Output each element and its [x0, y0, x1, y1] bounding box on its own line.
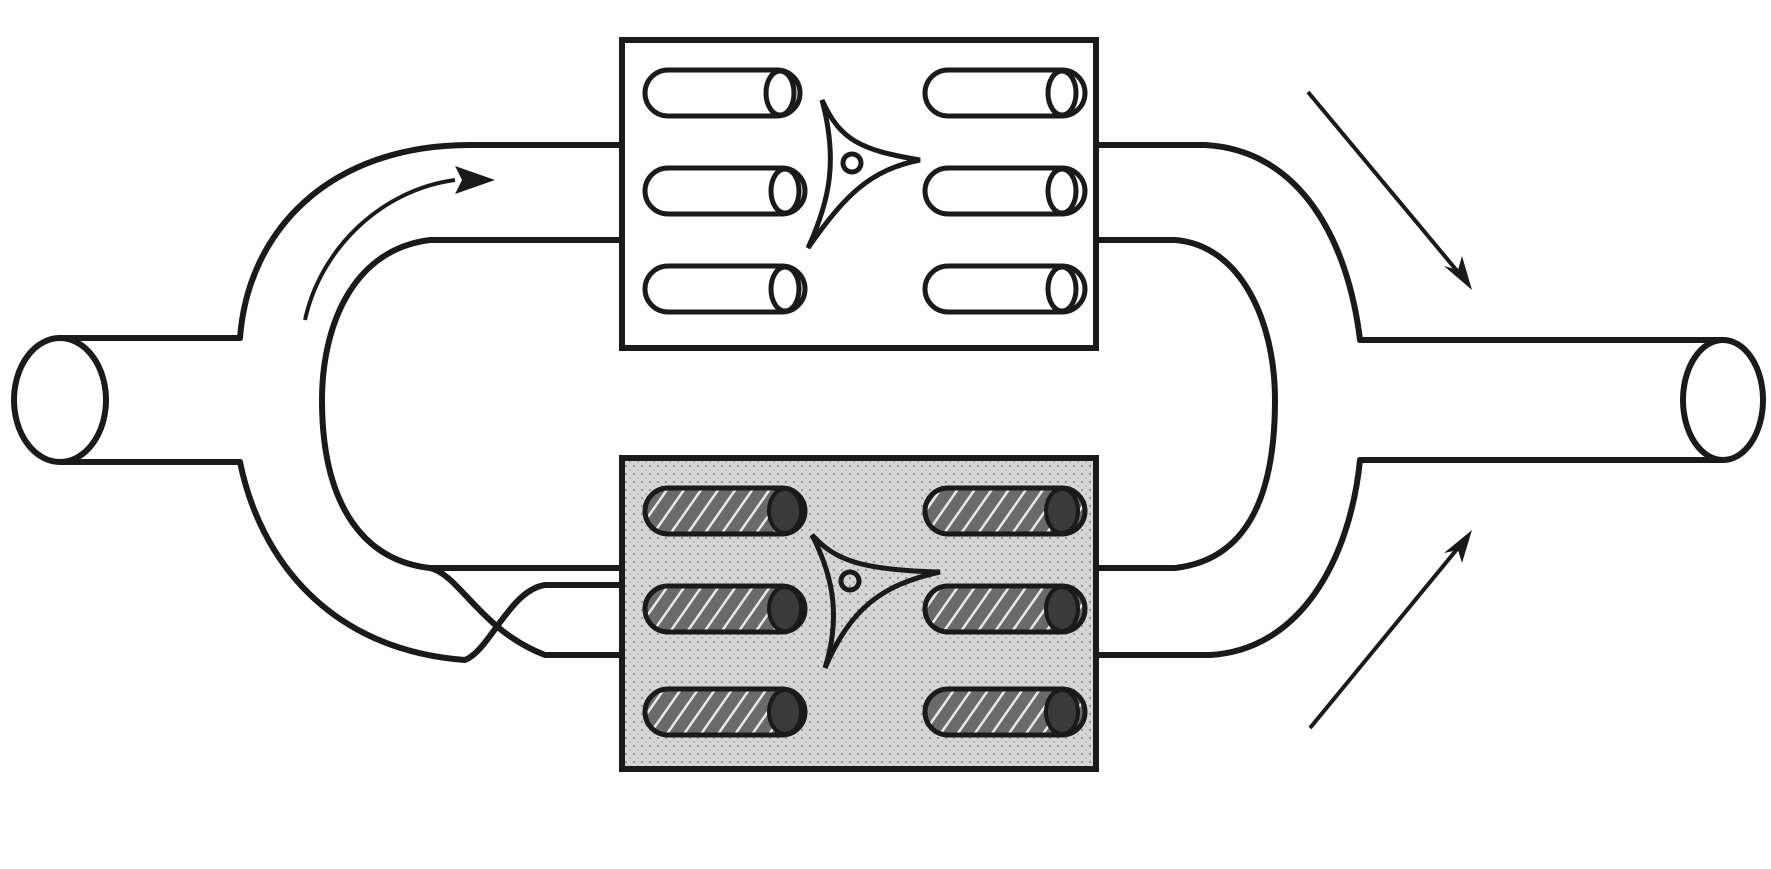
flow-arrow-icon: [1308, 92, 1472, 290]
left-vessel-end-icon: [14, 338, 106, 462]
fiber-icon: [645, 689, 805, 735]
upper-left-inner-wall: [322, 240, 622, 568]
lower-block: [622, 458, 1096, 769]
fiber-icon: [925, 168, 1085, 214]
lower-crossing-wall: [430, 568, 622, 655]
fiber-icon: [925, 689, 1085, 735]
fiber-icon: [645, 488, 805, 534]
fiber-icon: [925, 488, 1085, 534]
fiber-icon: [925, 266, 1085, 312]
left-vessel: [14, 338, 240, 462]
right-vessel: [1360, 340, 1763, 460]
fiber-icon: [925, 70, 1085, 116]
upper-right-inner-wall: [1096, 240, 1275, 568]
fiber-icon: [645, 586, 805, 632]
lower-right-outer-wall: [1096, 460, 1360, 655]
fiber-icon: [645, 266, 805, 312]
fiber-icon: [925, 586, 1085, 632]
fiber-icon: [645, 70, 800, 116]
right-vessel-end-icon: [1683, 340, 1763, 460]
upper-block: [622, 40, 1096, 348]
fiber-icon: [645, 168, 805, 214]
